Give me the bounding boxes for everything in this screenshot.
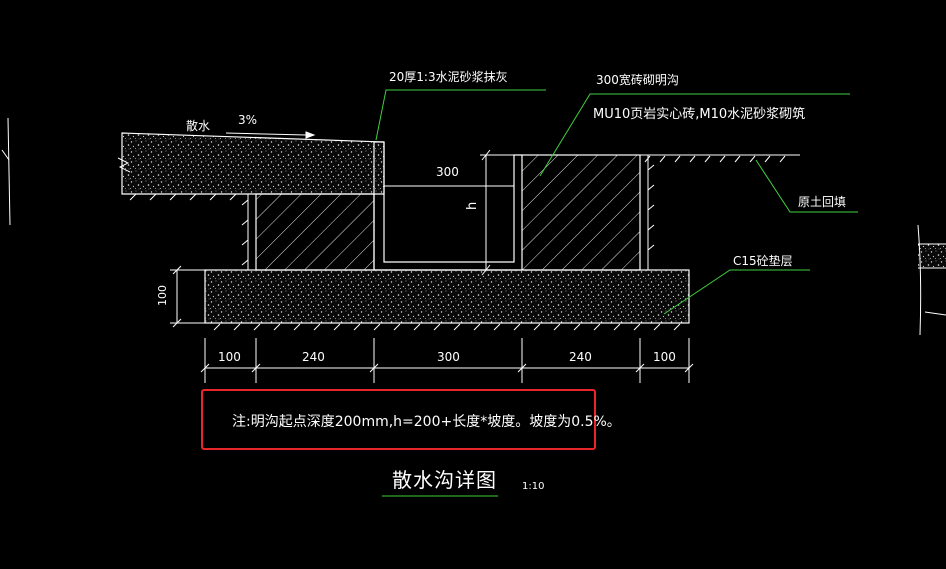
note-highlight-box [201,389,596,450]
drawing-scale: 1:10 [522,481,545,492]
brick-wall-label: 300宽砖砌明沟 [596,73,679,87]
slope-arrow [225,131,316,139]
inner-width-dimension [383,182,515,190]
backfill-ground [640,154,800,271]
cushion-thickness-dimension [170,265,205,328]
inner-width-label: 300 [436,165,459,179]
dimension-label-2: 240 [302,350,325,364]
cushion-label: C15砼垫层 [733,254,793,268]
bottom-dimension-chain [200,338,694,383]
depth-h-dimension [480,149,516,276]
dimension-label-3: 300 [437,350,460,364]
right-edge-fragment [917,224,946,336]
backfill-label: 原土回填 [798,195,847,209]
apron-slab [121,132,385,195]
leader-lines [375,89,858,315]
apron-label: 散水 [186,119,211,133]
depth-h-label: h [465,201,480,210]
c15-cushion-layer [204,269,690,324]
left-brick-wall [255,193,375,271]
drawing-title: 散水沟详图 [392,468,497,492]
plaster-label: 20厚1:3水泥砂浆抹灰 [389,70,508,84]
brick-spec-label: MU10页岩实心砖,M10水泥砂浆砌筑 [593,107,806,122]
dimension-label-5: 100 [653,350,676,364]
left-edge-fragment [1,117,11,226]
right-brick-wall [521,154,641,271]
trench-plaster-lining [373,141,522,271]
slope-label: 3% [238,113,258,127]
cushion-thickness-label: 100 [156,285,169,306]
ground-hatching [117,157,681,331]
design-note: 注:明沟起点深度200mm,h=200+长度*坡度。坡度为0.5%。 [232,414,621,430]
dimension-label-1: 100 [218,350,241,364]
dimension-label-4: 240 [569,350,592,364]
